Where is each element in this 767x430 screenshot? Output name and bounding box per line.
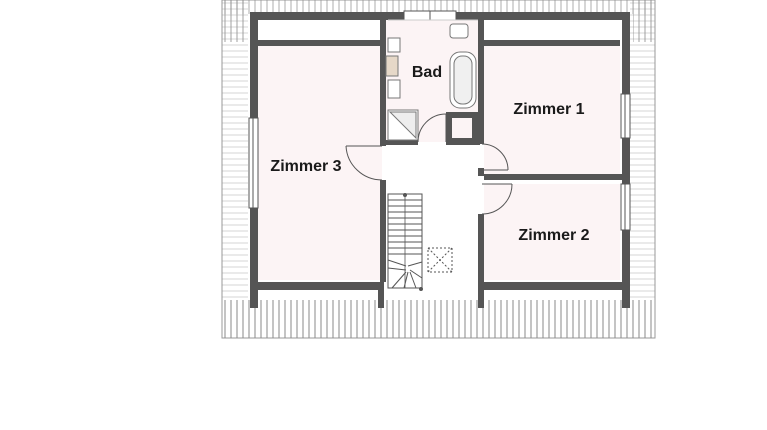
staircase (387, 193, 423, 291)
room-label-zimmer-2: Zimmer 2 (518, 227, 589, 244)
room-label-zimmer-1: Zimmer 1 (513, 101, 584, 118)
shaft-symbol (427, 247, 453, 273)
windows (248, 10, 631, 231)
bathroom-fixtures (385, 19, 478, 141)
roof-outline (221, 0, 656, 339)
room-label-bad: Bad (412, 64, 442, 81)
doors (345, 113, 513, 215)
inner-walls (380, 20, 622, 282)
room-label-zimmer-3: Zimmer 3 (270, 158, 341, 175)
floor-areas (258, 20, 620, 288)
